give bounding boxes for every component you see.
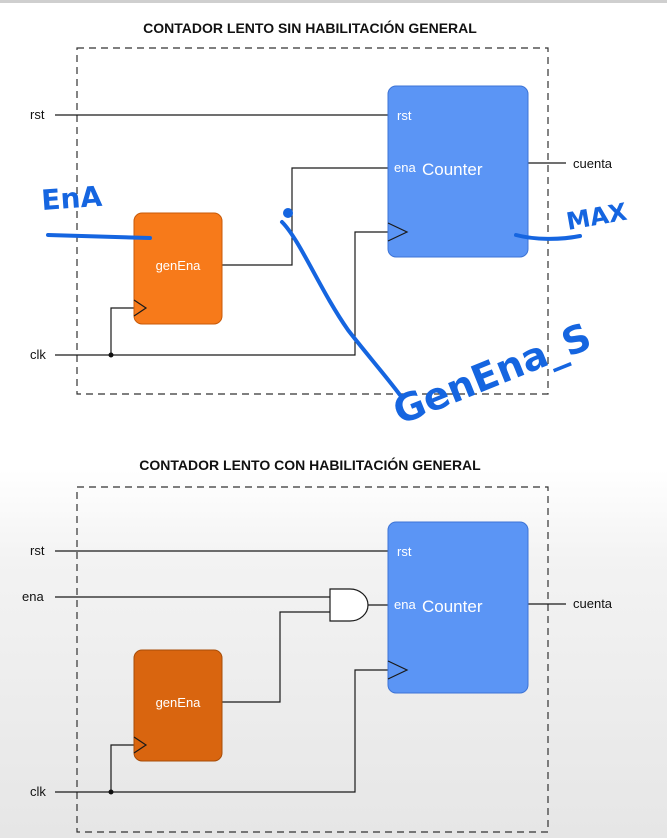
annotation-ena: EnA: [40, 180, 103, 217]
counter-clock-triangle: [387, 222, 409, 242]
wire-genena-to-ena: [222, 167, 388, 266]
input-ena-label: ena: [22, 589, 44, 604]
wire-clk-to-counter: [55, 669, 388, 793]
annotation-dot: [283, 208, 293, 218]
junction-dot: [108, 352, 114, 358]
counter-block: [387, 85, 529, 258]
output-cuenta-label: cuenta: [573, 156, 613, 171]
genena-block: [133, 649, 223, 762]
diagram-top-title: CONTADOR LENTO SIN HABILITACIÓN GENERAL: [143, 19, 477, 36]
diagram-bottom-title: CONTADOR LENTO CON HABILITACIÓN GENERAL: [139, 456, 481, 473]
counter-ena-label: ena: [394, 597, 416, 612]
counter-ena-label: ena: [394, 160, 416, 175]
annotation-ena-stroke: [46, 233, 152, 240]
output-cuenta-label: cuenta: [573, 596, 613, 611]
input-clk-label: clk: [30, 784, 46, 799]
wire-clk-to-genena: [110, 744, 134, 792]
diagram-top: CONTADOR LENTO SIN HABILITACIÓN GENERAL …: [30, 19, 630, 433]
counter-name-label: Counter: [422, 160, 483, 179]
diagram-bottom: CONTADOR LENTO CON HABILITACIÓN GENERAL …: [22, 456, 613, 833]
counter-rst-label: rst: [397, 108, 412, 123]
genena-clock-triangle: [133, 299, 148, 317]
counter-clock-triangle: [387, 660, 409, 680]
genena-clock-triangle: [133, 736, 148, 754]
wire-clk-to-genena: [110, 307, 134, 355]
input-clk-label: clk: [30, 347, 46, 362]
junction-dot: [108, 789, 114, 795]
wire-genena-to-and: [222, 611, 330, 703]
input-rst-label: rst: [30, 107, 45, 122]
annotation-genena: GenEna_S: [387, 314, 597, 433]
genena-label: genEna: [156, 258, 202, 273]
counter-name-label: Counter: [422, 597, 483, 616]
annotation-max: MAX: [564, 198, 629, 236]
and-gate: [329, 588, 369, 622]
counter-rst-label: rst: [397, 544, 412, 559]
top-border: [0, 0, 667, 3]
genena-block: [133, 212, 223, 325]
annotation-max-stroke: [514, 233, 582, 241]
genena-label: genEna: [156, 695, 202, 710]
wire-clk-to-counter: [55, 231, 388, 356]
input-rst-label: rst: [30, 543, 45, 558]
counter-block: [387, 521, 529, 694]
annotation-arrow-stroke: [280, 220, 402, 397]
